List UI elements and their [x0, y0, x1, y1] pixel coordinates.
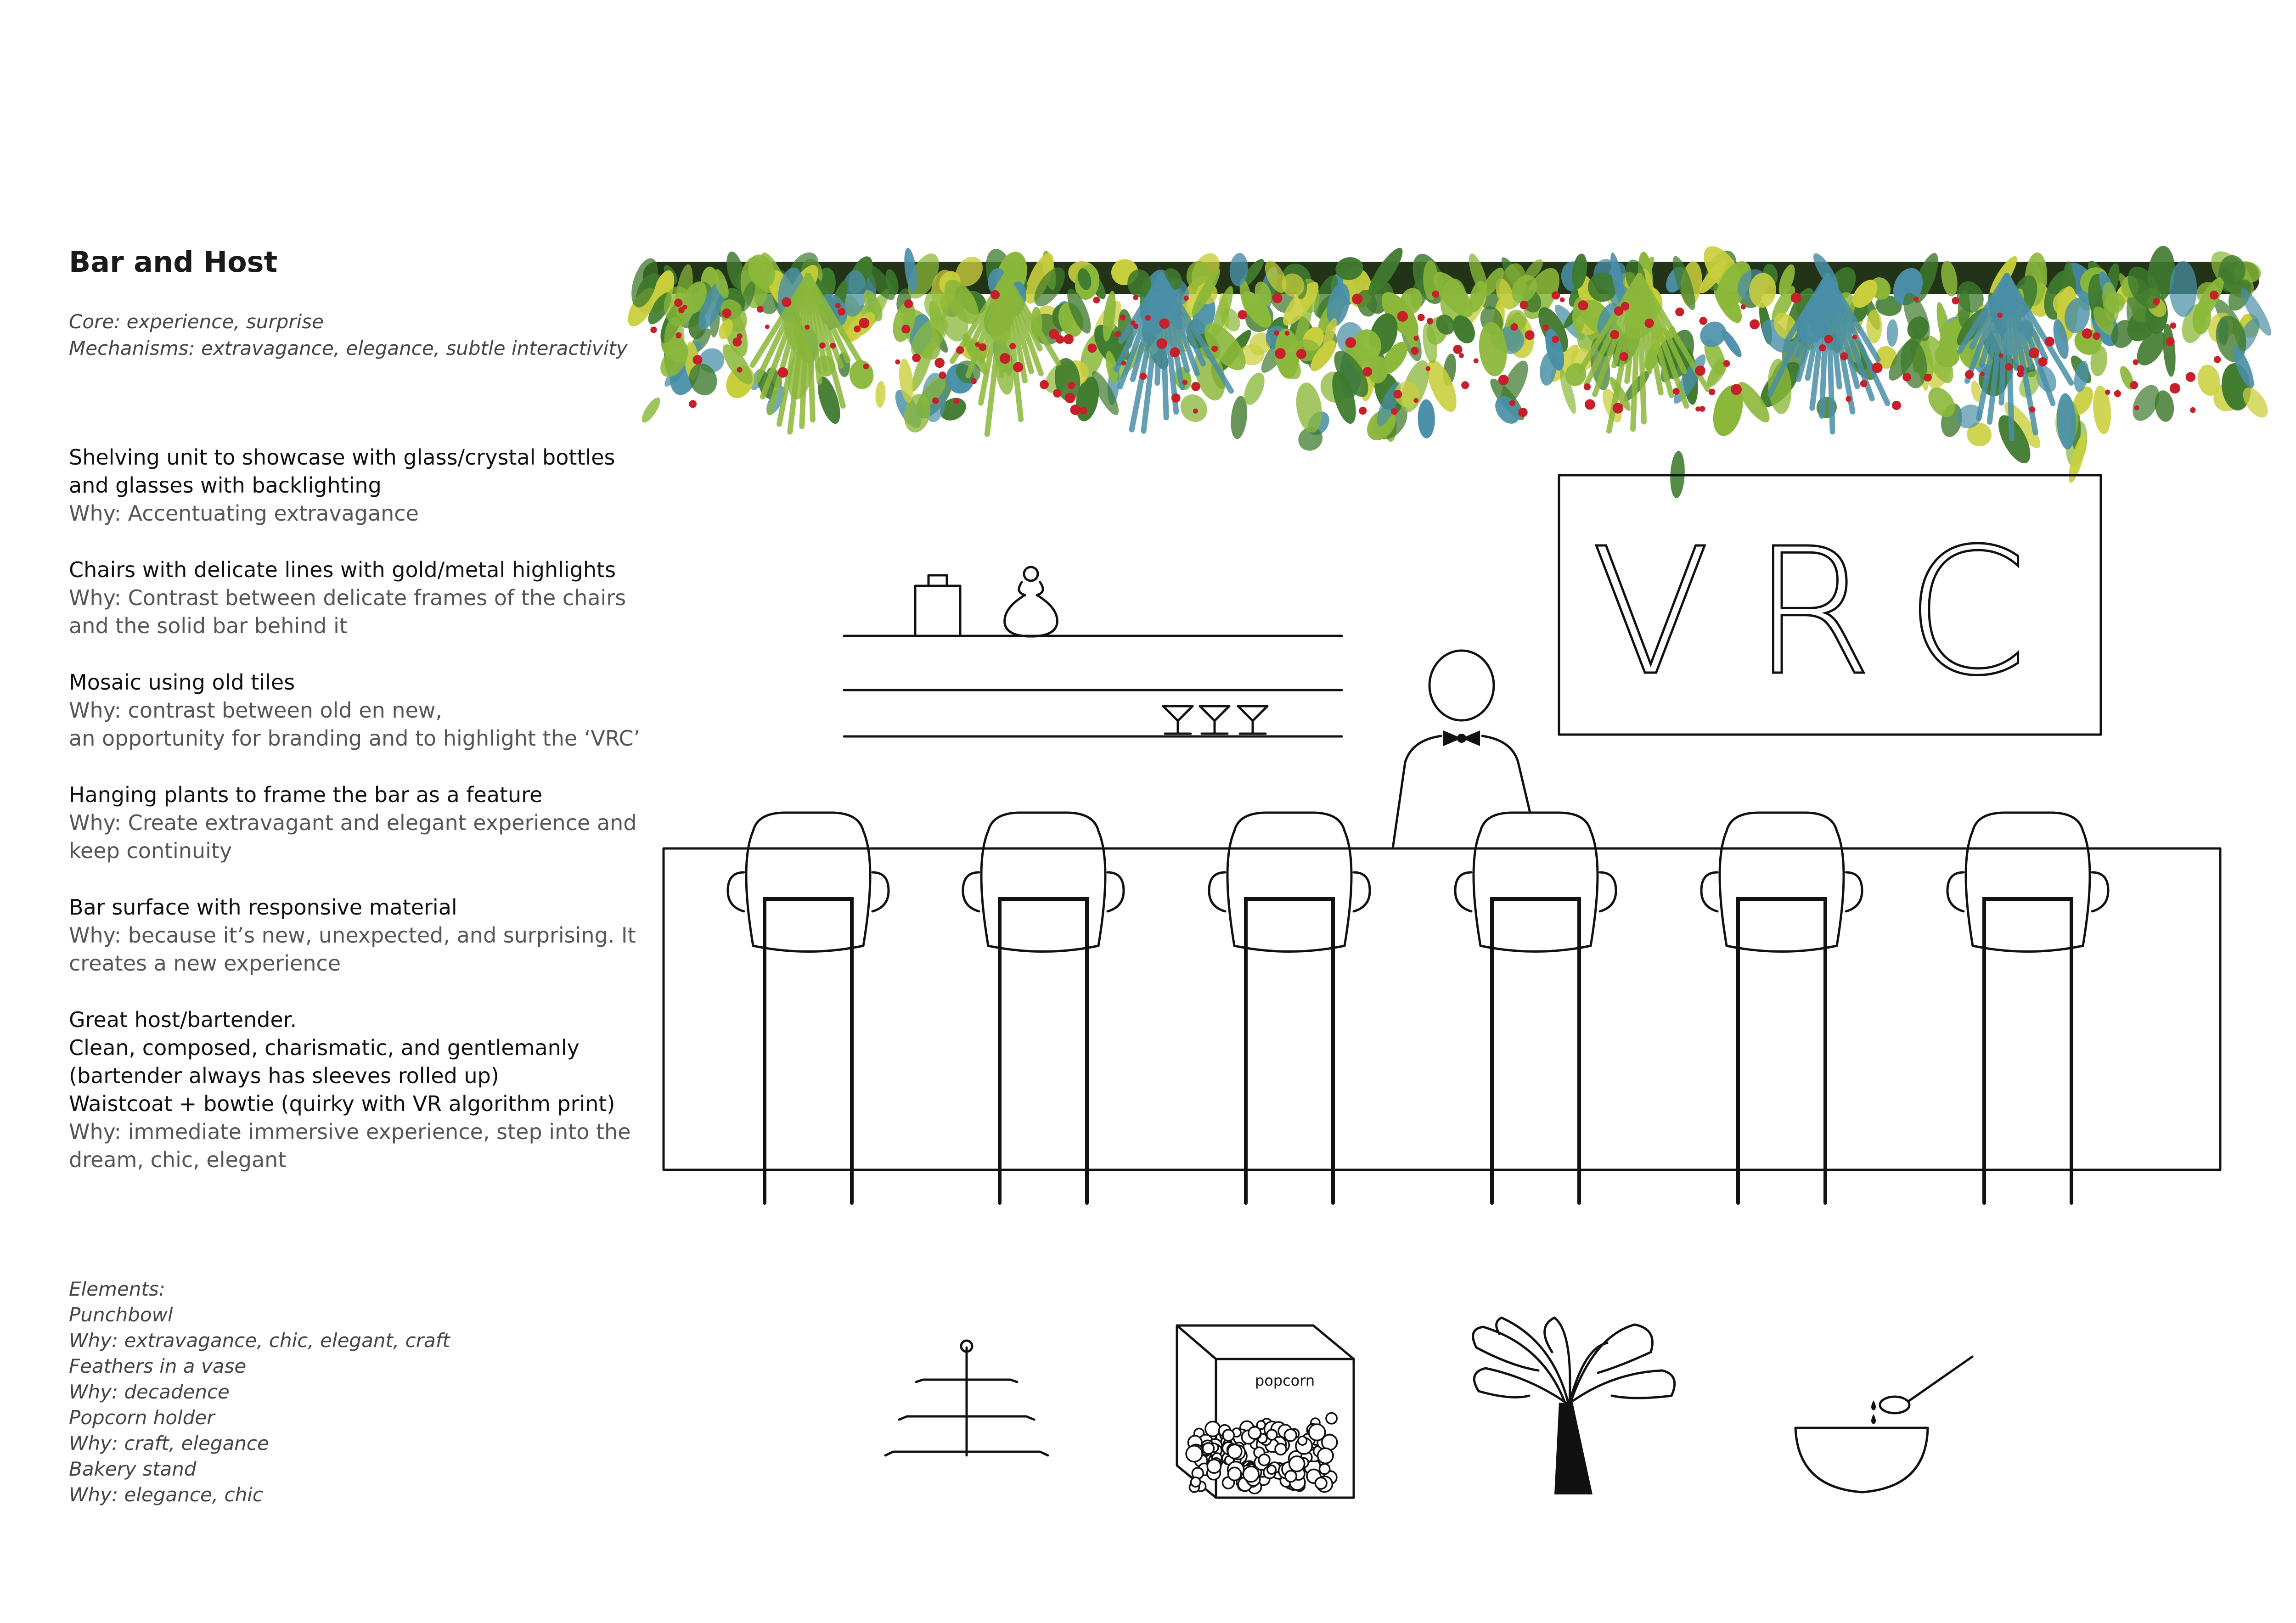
feature-line: Mosaic using old tiles — [69, 670, 295, 695]
subtitle: Core: experience, surprise Mechanisms: e… — [69, 309, 628, 362]
bowtie-icon — [1443, 730, 1480, 746]
feature-why: and the solid bar behind it — [69, 613, 348, 638]
sign-frame — [1558, 474, 2102, 736]
elements-line: Why: craft, elegance — [69, 1432, 269, 1455]
bar-stool-icon — [962, 811, 1125, 1205]
elements-line: Bakery stand — [69, 1458, 197, 1480]
bar-stools — [726, 811, 2110, 1205]
feature-why: an opportunity for branding and to highl… — [69, 726, 641, 751]
feature-line: Shelving unit to showcase with glass/cry… — [69, 445, 615, 470]
sign-text: VRC — [1591, 511, 2069, 714]
elements-list: Elements: Punchbowl Why: extravagance, c… — [69, 1276, 450, 1508]
bar-stool-icon — [1946, 811, 2110, 1205]
core-line: Core: experience, surprise — [69, 310, 324, 333]
feature-host: Great host/bartender. Clean, composed, c… — [69, 1006, 657, 1174]
feature-why: Why: immediate immersive experience, ste… — [69, 1119, 631, 1144]
elements-line: Why: decadence — [69, 1381, 230, 1403]
feature-list: Shelving unit to showcase with glass/cry… — [69, 444, 657, 1202]
feature-shelving: Shelving unit to showcase with glass/cry… — [69, 444, 657, 528]
punchbowl-icon — [1794, 1355, 1974, 1494]
feathers-vase-icon — [1472, 1316, 1676, 1494]
square-bottle-icon — [914, 574, 962, 637]
elements-line: Why: extravagance, chic, elegant, craft — [69, 1329, 450, 1352]
feature-why: dream, chic, elegant — [69, 1147, 287, 1172]
elements-line: Elements: — [69, 1278, 165, 1300]
feature-line: Chairs with delicate lines with gold/met… — [69, 557, 616, 582]
elements-line: Why: elegance, chic — [69, 1483, 263, 1506]
bar-stool-icon — [726, 811, 890, 1205]
mechanisms-line: Mechanisms: extravagance, elegance, subt… — [69, 337, 628, 359]
martini-glass-icon — [1237, 705, 1269, 735]
feature-why: Why: Contrast between delicate frames of… — [69, 585, 626, 610]
page-title: Bar and Host — [69, 245, 278, 279]
bar-stool-icon — [1454, 811, 1617, 1205]
hanging-plants-image — [628, 246, 2271, 499]
elements-line: Feathers in a vase — [69, 1355, 247, 1377]
feature-chairs: Chairs with delicate lines with gold/met… — [69, 556, 657, 640]
feature-why: keep continuity — [69, 838, 232, 863]
martini-glass-icon — [1162, 705, 1194, 735]
host-head — [1428, 649, 1495, 722]
popcorn-holder-icon: popcorn — [1176, 1324, 1355, 1499]
feature-line: Clean, composed, charismatic, and gentle… — [69, 1035, 580, 1060]
bar-stool-icon — [1700, 811, 1863, 1205]
popcorn-label: popcorn — [1255, 1372, 1315, 1389]
feature-why: Why: Create extravagant and elegant expe… — [69, 810, 637, 835]
feature-plants: Hanging plants to frame the bar as a fea… — [69, 781, 657, 865]
decanter-icon — [1003, 566, 1058, 638]
bar-counter — [662, 847, 2222, 1171]
bakery-stand-icon — [884, 1339, 1049, 1457]
popcorn-kernels — [1185, 1412, 1338, 1494]
feature-line: and glasses with backlighting — [69, 473, 382, 498]
feature-bar-surface: Bar surface with responsive material Why… — [69, 893, 657, 977]
shelving-unit — [843, 566, 1343, 738]
martini-glasses — [1162, 705, 1269, 735]
feature-line: Bar surface with responsive material — [69, 895, 457, 920]
feature-line: Waistcoat + bowtie (quirky with VR algor… — [69, 1091, 615, 1116]
feature-mosaic: Mosaic using old tiles Why: contrast bet… — [69, 668, 657, 753]
bartender-figure — [1391, 649, 1531, 850]
elements-line: Popcorn holder — [69, 1406, 215, 1429]
feature-why: Why: because it’s new, unexpected, and s… — [69, 923, 636, 948]
feature-why: creates a new experience — [69, 951, 341, 976]
bar-stool-icon — [1208, 811, 1371, 1205]
elements-line: Punchbowl — [69, 1303, 173, 1326]
martini-glass-icon — [1199, 705, 1231, 735]
vrc-sign: VRC — [1558, 474, 2102, 736]
feature-line: (bartender always has sleeves rolled up) — [69, 1063, 499, 1088]
host-body — [1391, 735, 1531, 850]
feature-why: Why: contrast between old en new, — [69, 698, 443, 723]
feature-line: Great host/bartender. — [69, 1007, 297, 1032]
feature-why: Why: Accentuating extravagance — [69, 501, 419, 526]
feature-line: Hanging plants to frame the bar as a fea… — [69, 782, 543, 807]
